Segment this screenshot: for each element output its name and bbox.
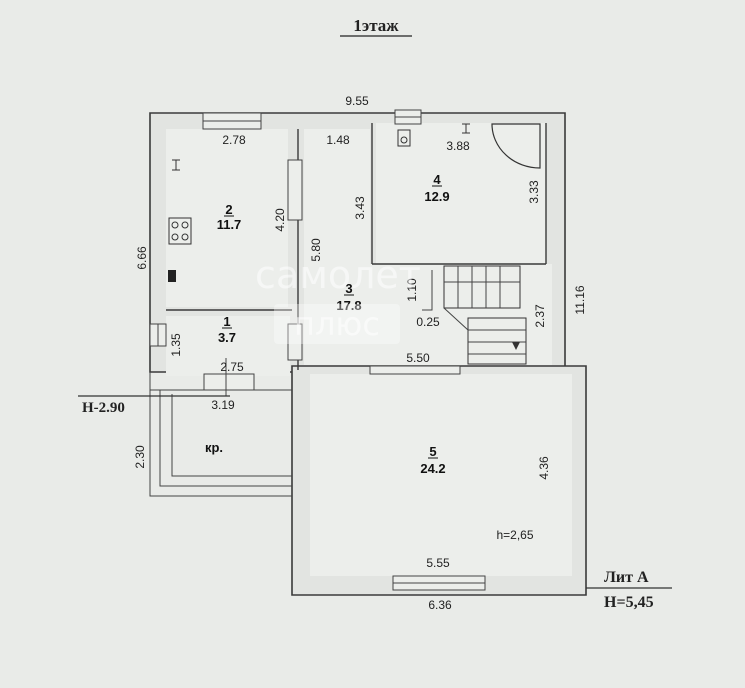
dim-hall-width: 5.50 (406, 351, 430, 365)
porch (149, 372, 292, 497)
dim-stair-gap: 0.25 (416, 315, 440, 329)
watermark: самолет плюс (255, 253, 421, 344)
door-room-1 (287, 323, 303, 361)
boiler-icon (168, 270, 176, 282)
dim-left-height: 6.66 (135, 246, 149, 270)
building-label: Лит А (604, 569, 649, 586)
watermark-line1: самолет (255, 253, 421, 297)
door-room-2 (287, 159, 303, 221)
room-1-area: 3.7 (218, 330, 236, 345)
dim-room1-height: 1.35 (169, 333, 183, 357)
sink-icon (397, 129, 411, 147)
room-5-floor (310, 374, 572, 576)
dim-room3-width: 1.48 (326, 133, 350, 147)
dim-top-width: 9.55 (345, 94, 369, 108)
dim-right-height: 11.16 (573, 285, 587, 314)
dim-bottom-width: 6.36 (428, 598, 452, 612)
room-2-number: 2 (225, 202, 232, 217)
stair-arrow-icon (512, 342, 520, 350)
dim-room5-inner-width: 5.55 (426, 556, 450, 570)
building-height: Н=5,45 (604, 594, 654, 611)
dim-room1-width: 2.75 (220, 360, 244, 374)
dim-porch-width: 3.19 (211, 398, 235, 412)
room-4-area: 12.9 (424, 189, 449, 204)
porch-label: кр. (205, 440, 223, 455)
hall-floor (370, 264, 552, 365)
stove-icon (168, 217, 192, 245)
room-labels: 2 11.7 3 17.8 4 12.9 1 3.7 5 24.2 кр. (205, 172, 450, 476)
dim-room2-width: 2.78 (222, 133, 246, 147)
room-3-number: 3 (345, 281, 352, 296)
porch-level: Н-2.90 (82, 400, 125, 416)
dim-room4-height: 3.33 (527, 180, 541, 204)
dim-stair-height: 1.10 (405, 278, 419, 302)
dim-room5-height: 4.36 (537, 456, 551, 480)
exterior-walls (149, 112, 587, 596)
room-2-area: 11.7 (217, 217, 242, 232)
dim-stair-side: 2.37 (533, 304, 547, 328)
staircase (225, 265, 527, 396)
room-1-floor (166, 316, 290, 376)
plan-title: 1этаж (353, 16, 399, 35)
window-porch (203, 373, 255, 391)
dim-room3-inner: 3.43 (353, 196, 367, 220)
windows (149, 109, 486, 591)
shower-icon (491, 123, 541, 169)
dim-porch-height: 2.30 (133, 445, 147, 469)
level-marks: Н-2.90 Лит А Н=5,45 (78, 395, 672, 611)
tap-icon (172, 159, 180, 171)
dim-room4-width: 3.88 (446, 139, 470, 153)
watermark-line2: плюс (294, 305, 380, 343)
room-4-number: 4 (433, 172, 441, 187)
dimensions: 9.55 2.78 1.48 3.88 4.20 5.80 3.43 3.33 … (133, 94, 587, 612)
room-3-area: 17.8 (336, 298, 361, 313)
room-5-number: 5 (429, 444, 436, 459)
toilet-icon (462, 123, 470, 134)
dim-room2-height: 4.20 (273, 208, 287, 232)
ceiling-height: h=2,65 (496, 528, 533, 542)
door-room-5 (369, 365, 461, 375)
fixtures (168, 123, 541, 282)
room-5-area: 24.2 (420, 461, 445, 476)
dim-room3-height: 5.80 (309, 238, 323, 262)
room-1-number: 1 (223, 314, 230, 329)
room-3-floor (304, 129, 370, 365)
